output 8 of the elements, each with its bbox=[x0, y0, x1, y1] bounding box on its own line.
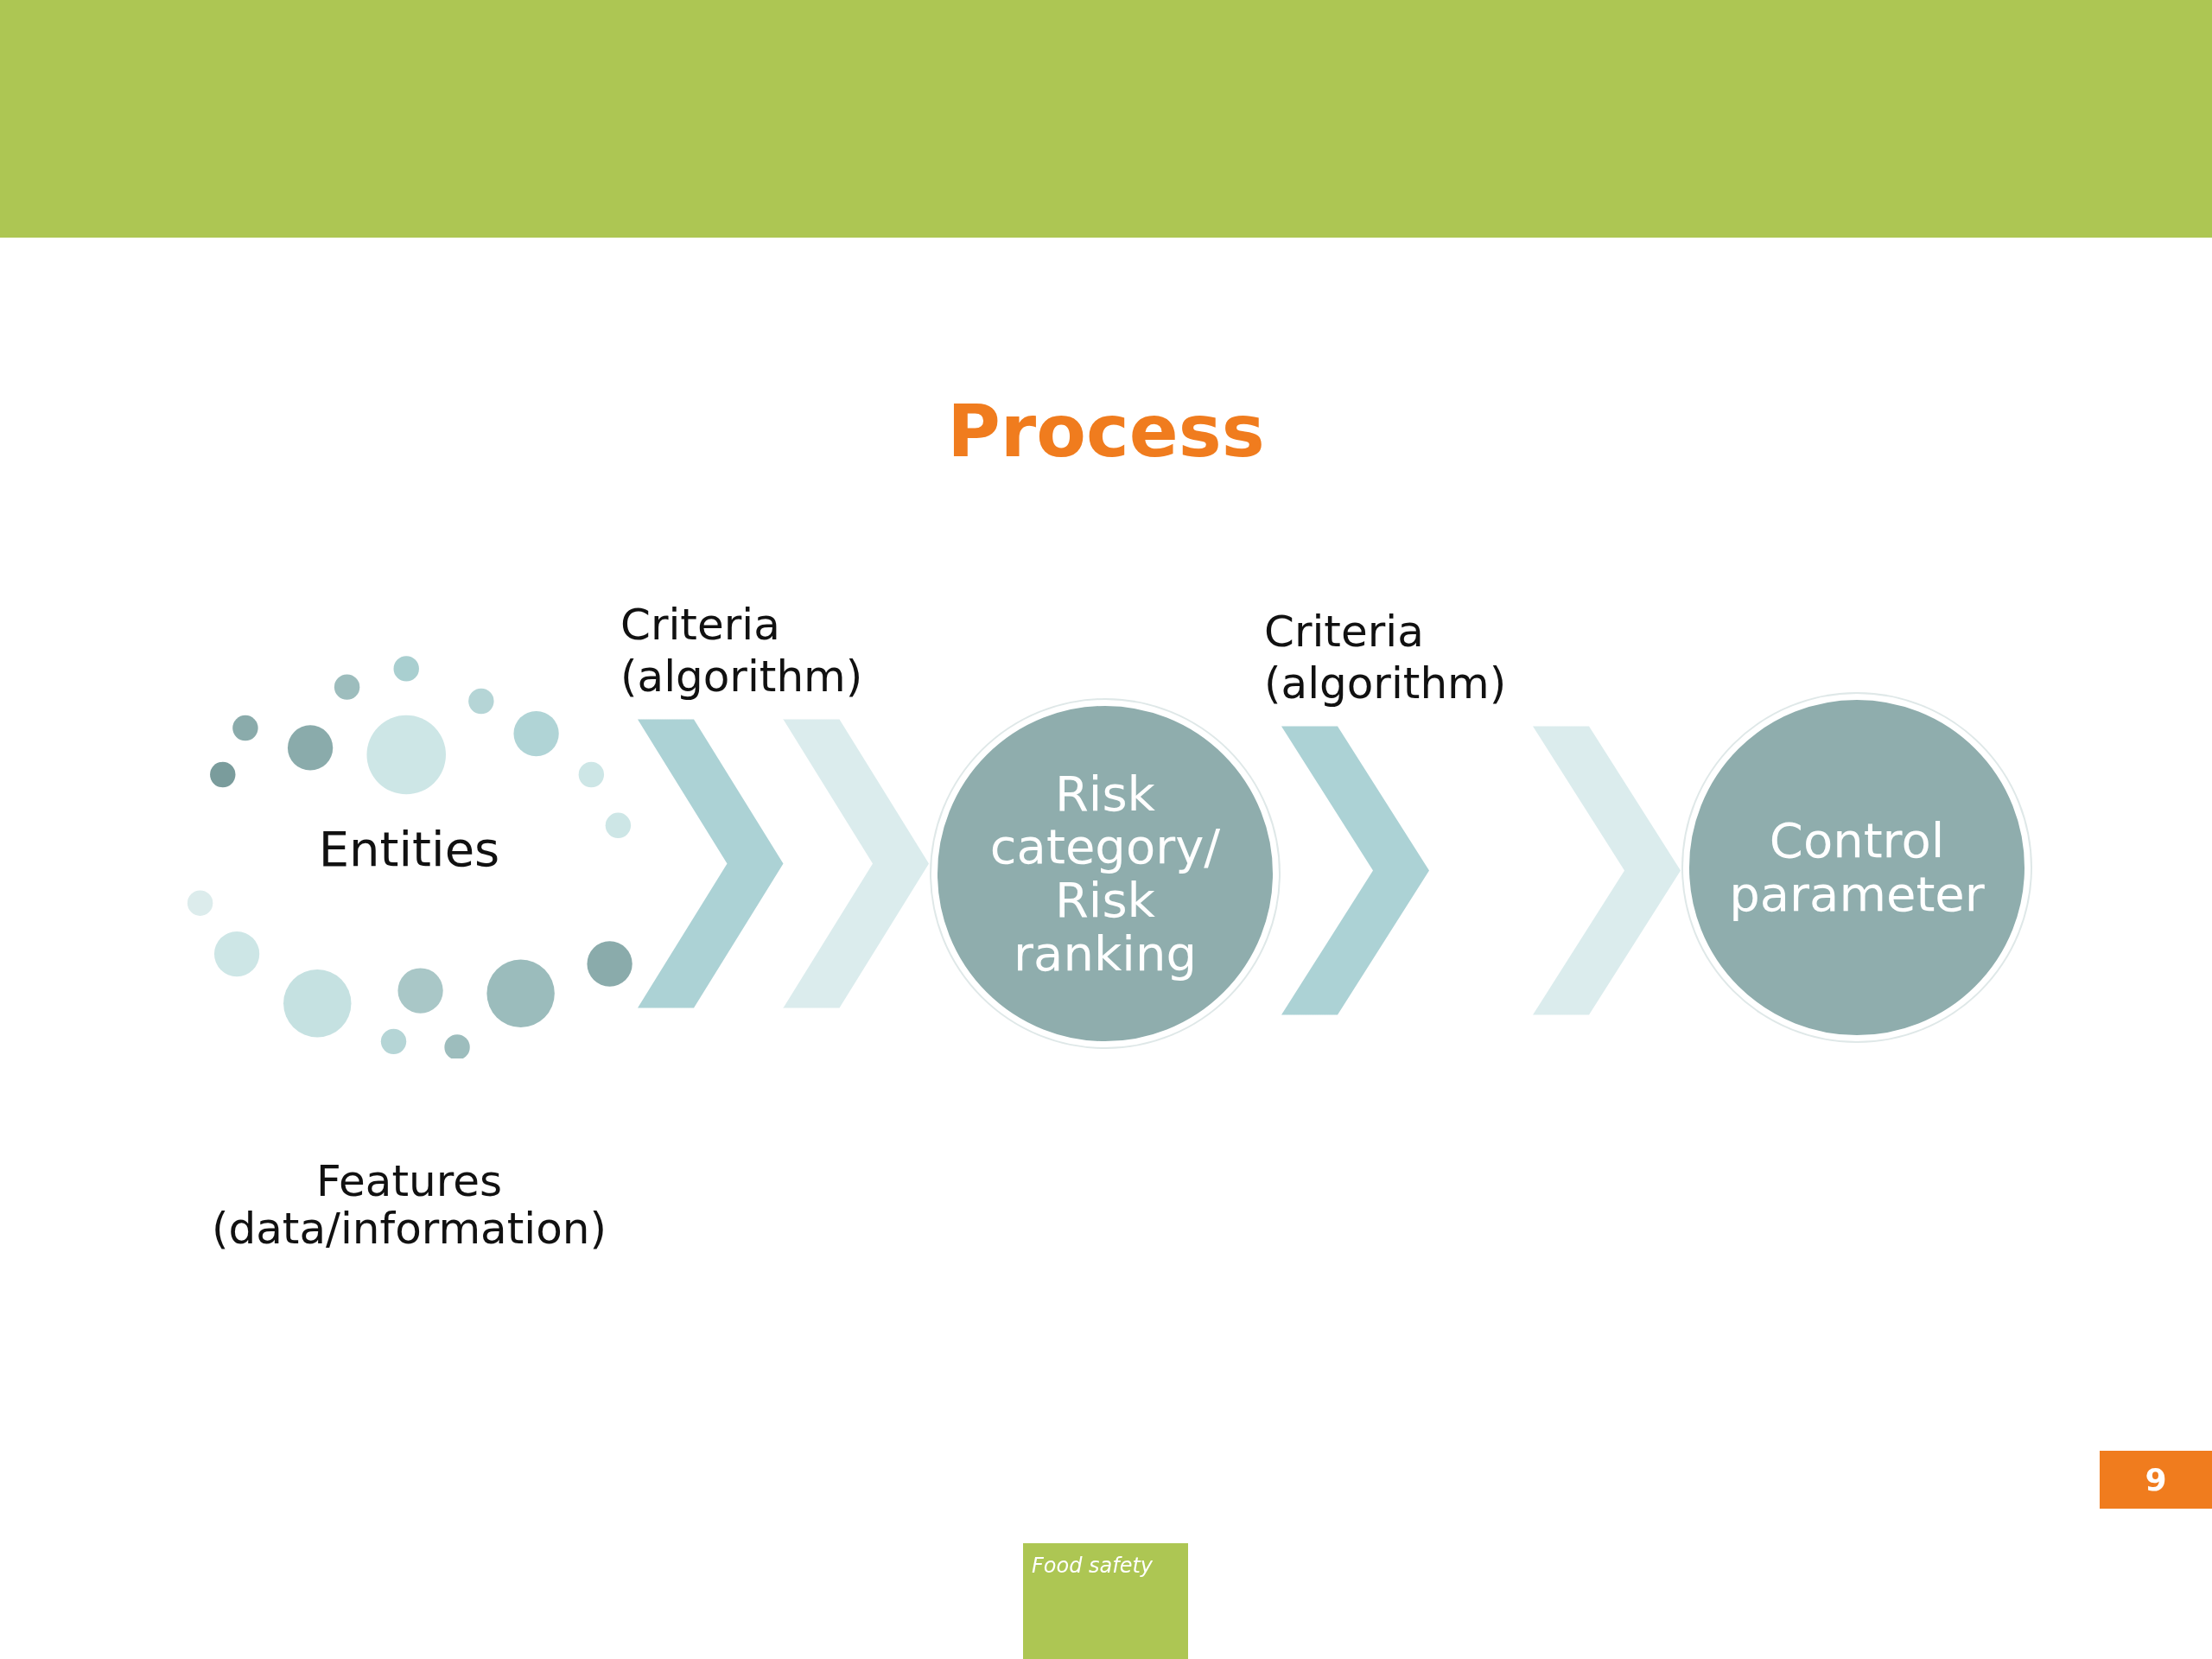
node-label: Entities bbox=[318, 821, 500, 877]
footer-text: Food safety bbox=[1032, 1554, 1154, 1578]
process-circle: Control parameter bbox=[1683, 694, 2031, 1041]
page-number: 9 bbox=[2100, 1451, 2212, 1509]
chevron-arrow bbox=[1281, 726, 1681, 1015]
title: Process bbox=[947, 389, 1265, 474]
chevron-arrow bbox=[638, 719, 929, 1008]
node-label: Features (data/information) bbox=[210, 1158, 608, 1253]
